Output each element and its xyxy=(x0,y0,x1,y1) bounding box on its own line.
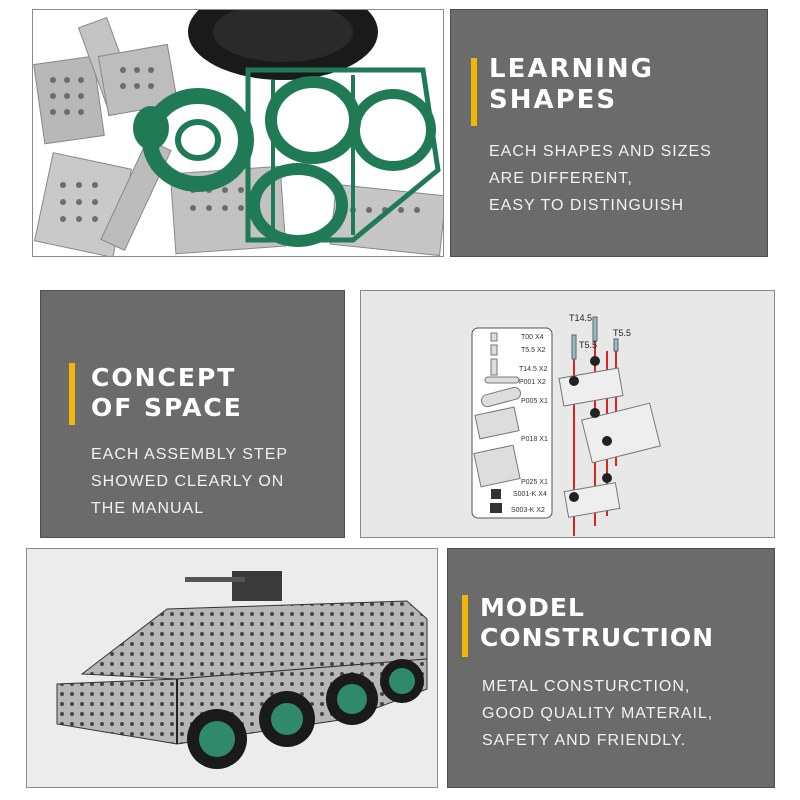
assembly-diagram: T14.5 T5.5 T5.5 xyxy=(558,313,661,536)
section-heading: LEARNING SHAPES xyxy=(489,54,654,115)
concept-of-space-panel: CONCEPT OF SPACE EACH ASSEMBLY STEP SHOW… xyxy=(40,290,345,538)
screw-label: T5.5 xyxy=(579,340,597,350)
description-line: GOOD QUALITY MATERAIL, xyxy=(482,705,714,722)
part-label: P005 X1 xyxy=(521,398,548,405)
heading-line: CONSTRUCTION xyxy=(480,622,715,652)
yellow-accent-bar xyxy=(471,58,477,126)
armored-vehicle-model xyxy=(56,571,428,769)
part-label: T00 X4 xyxy=(521,334,544,341)
parts-photo-panel xyxy=(32,9,444,257)
part-label: S001-K X4 xyxy=(513,491,547,498)
part-label: P018 X1 xyxy=(521,436,548,443)
wheels xyxy=(187,659,424,769)
description-line: THE MANUAL xyxy=(91,500,205,517)
description-line: ARE DIFFERENT, xyxy=(489,170,633,187)
heading-line: SHAPES xyxy=(489,84,618,115)
learning-shapes-panel: LEARNING SHAPES EACH SHAPES AND SIZES AR… xyxy=(450,9,768,257)
section-description: EACH SHAPES AND SIZES ARE DIFFERENT, EAS… xyxy=(489,138,712,219)
part-label: P025 X1 xyxy=(521,479,548,486)
description-line: METAL CONSTURCTION, xyxy=(482,678,691,695)
screw-label: T14.5 xyxy=(569,313,592,323)
turret xyxy=(232,571,282,601)
green-cap xyxy=(133,106,169,150)
section-heading: CONCEPT OF SPACE xyxy=(91,363,243,422)
heading-line: OF SPACE xyxy=(91,392,243,422)
manual-panel: T00 X4 T5.5 X2 T14.5 X2 P001 X2 P005 X1 … xyxy=(360,290,775,538)
yellow-accent-bar xyxy=(69,363,75,425)
yellow-accent-bar xyxy=(462,595,468,657)
section-description: EACH ASSEMBLY STEP SHOWED CLEARLY ON THE… xyxy=(91,441,288,522)
model-construction-panel: MODEL CONSTRUCTION METAL CONSTURCTION, G… xyxy=(447,548,775,788)
description-line: SAFETY AND FRIENDLY. xyxy=(482,732,687,749)
section-heading: MODEL CONSTRUCTION xyxy=(480,593,714,652)
black-tire xyxy=(188,10,378,80)
description-line: SHOWED CLEARLY ON xyxy=(91,473,285,490)
part-label: P001 X2 xyxy=(519,379,546,386)
heading-line: MODEL xyxy=(480,593,585,622)
heading-line: LEARNING xyxy=(489,54,655,84)
screw-label: T5.5 xyxy=(613,328,631,338)
description-line: EACH SHAPES AND SIZES xyxy=(489,143,712,160)
part-label: T5.5 X2 xyxy=(521,347,546,354)
part-label: T14.5 X2 xyxy=(519,366,548,373)
parts-list-items: T00 X4 T5.5 X2 T14.5 X2 P001 X2 P005 X1 … xyxy=(473,332,548,514)
manual-illustration: T00 X4 T5.5 X2 T14.5 X2 P001 X2 P005 X1 … xyxy=(471,313,661,536)
part-label: S003-K X2 xyxy=(511,507,545,514)
parts-photo xyxy=(33,10,443,256)
metal-plate-left xyxy=(33,16,443,256)
heading-line: CONCEPT xyxy=(91,363,237,392)
vehicle-photo-panel xyxy=(26,548,438,788)
description-line: EASY TO DISTINGUISH xyxy=(489,197,685,214)
gun-barrel xyxy=(185,577,245,582)
description-line: EACH ASSEMBLY STEP xyxy=(91,446,289,463)
section-description: METAL CONSTURCTION, GOOD QUALITY MATERAI… xyxy=(482,673,713,754)
